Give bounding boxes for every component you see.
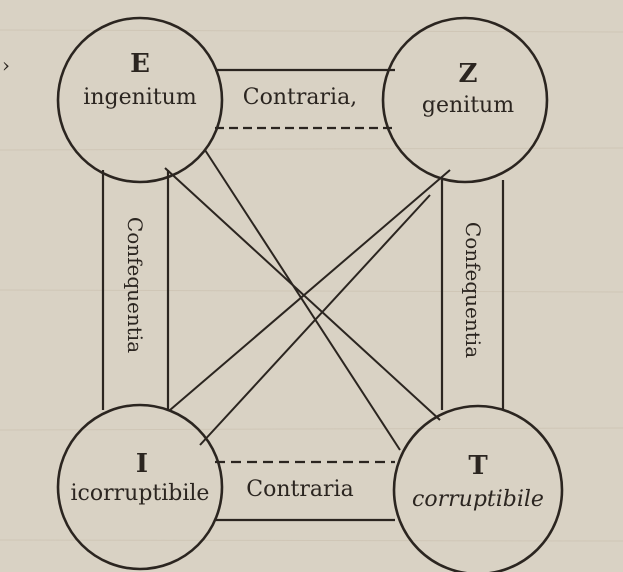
bottom-connector-band bbox=[215, 460, 395, 522]
relation-label-right: Confequentia bbox=[461, 222, 485, 358]
node-term-top-left: ingenitum bbox=[83, 85, 197, 110]
top-connector-band bbox=[215, 68, 395, 130]
node-circle-top-left bbox=[56, 16, 224, 184]
node-term-bottom-left: icorruptibile bbox=[71, 481, 210, 506]
node-letter-top-right: Z bbox=[459, 59, 478, 89]
node-letter-bottom-right: T bbox=[468, 451, 488, 481]
node-circle-bottom-left bbox=[56, 403, 224, 571]
margin-mark: › bbox=[2, 53, 10, 77]
left-connector-band bbox=[101, 170, 170, 410]
node-term-bottom-right: corruptibile bbox=[412, 487, 544, 512]
right-connector-band bbox=[440, 180, 505, 410]
relation-label-top: Contraria, bbox=[243, 85, 357, 110]
node-letter-bottom-left: I bbox=[136, 449, 148, 479]
node-circle-bottom-right bbox=[392, 404, 564, 572]
node-letter-top-left: E bbox=[130, 49, 150, 79]
diagonal-lines bbox=[164, 149, 451, 451]
relation-label-bottom: Contraria bbox=[246, 477, 353, 502]
node-term-top-right: genitum bbox=[422, 93, 514, 118]
relation-label-left: Confequentia bbox=[123, 217, 147, 353]
node-circle-top-right bbox=[381, 16, 549, 184]
